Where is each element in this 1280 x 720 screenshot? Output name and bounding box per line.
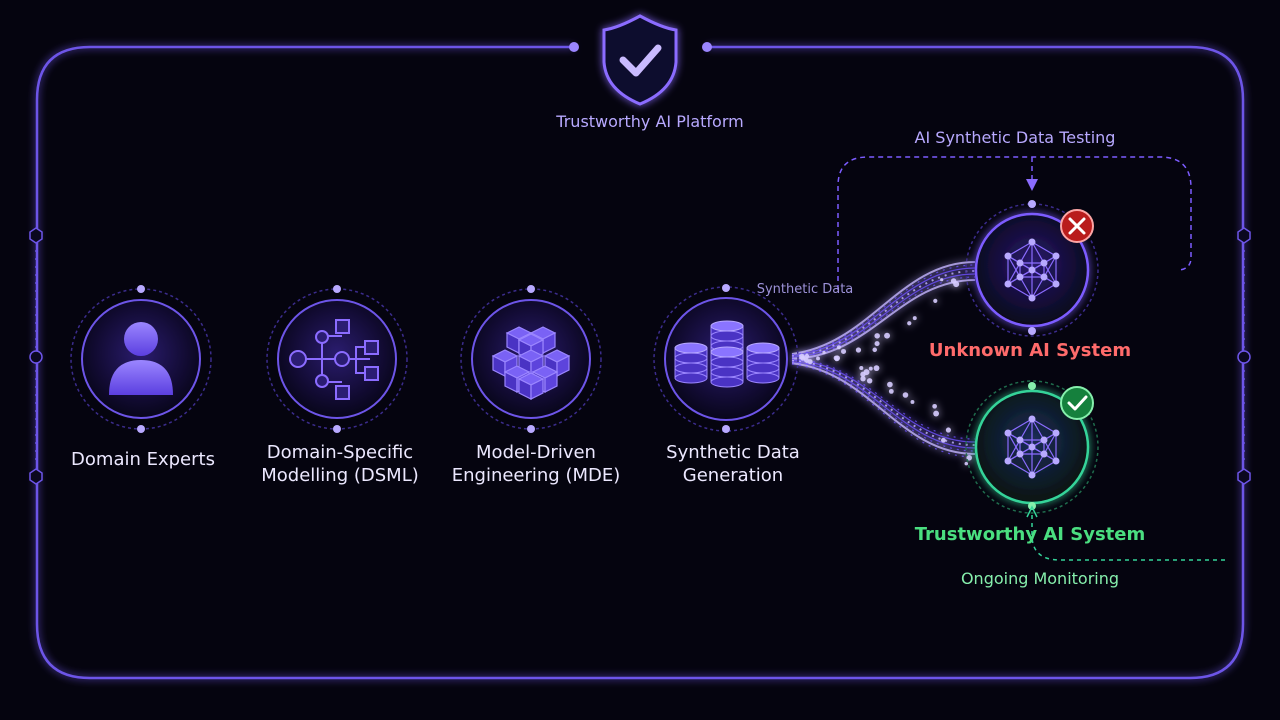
node-synthetic-generation [654,284,798,433]
data-particle [808,359,813,364]
node-trustworthy-ai [966,381,1160,513]
data-particle [867,378,872,383]
unknown-ai-label: Unknown AI System [900,340,1160,361]
node-mde [461,285,601,433]
platform-title: Trustworthy AI Platform [490,112,810,131]
check-circle-icon [1061,387,1093,419]
data-particle [856,347,861,352]
data-particle [941,438,946,443]
data-particle [932,404,937,409]
x-circle-icon [1061,210,1093,242]
monitoring-label: Ongoing Monitoring [920,569,1160,588]
data-particle [869,367,873,371]
data-particle [822,351,825,354]
data-particle [903,392,909,398]
cube [519,373,543,399]
shield-check-icon [604,16,676,104]
synthetic-data-label: Synthetic Data [740,282,870,297]
stage-label-synthetic-generation: Synthetic Data Generation [648,441,818,487]
testing-label: AI Synthetic Data Testing [880,128,1150,147]
data-particle [816,357,820,361]
data-particle [872,348,877,353]
node-domain-experts [71,285,211,433]
data-particle [805,354,809,358]
database-stack [711,347,743,387]
data-particle [874,365,880,371]
frame-node-right [702,42,712,52]
database-stack [747,343,779,383]
data-particle [841,349,846,354]
data-particle [933,411,939,417]
data-particle [946,427,951,432]
node-dsml [267,285,407,433]
data-particle [864,369,870,375]
data-particle [875,341,880,346]
data-particle [910,400,914,404]
data-particle [884,333,890,339]
node-unknown-ai [966,200,1160,336]
data-particle [907,321,911,325]
data-particle [965,462,969,466]
data-particle [887,382,893,388]
data-particle [933,299,937,303]
frame-node-left [569,42,579,52]
database-stack [675,343,707,383]
data-particle [874,333,880,339]
data-stream [792,363,975,454]
trustworthy-ai-label: Trustworthy AI System [890,524,1170,545]
data-particle [953,281,959,287]
data-particle [940,278,943,281]
stage-label-dsml: Domain-Specific Modelling (DSML) [255,441,425,487]
stage-label-mde: Model-Driven Engineering (MDE) [451,441,621,487]
data-particle [800,356,805,361]
stage-label-domain-experts: Domain Experts [58,448,228,471]
data-particle [837,345,841,349]
data-particle [859,366,863,370]
data-particle [913,316,917,320]
data-particle [889,389,894,394]
data-particle [834,356,839,361]
